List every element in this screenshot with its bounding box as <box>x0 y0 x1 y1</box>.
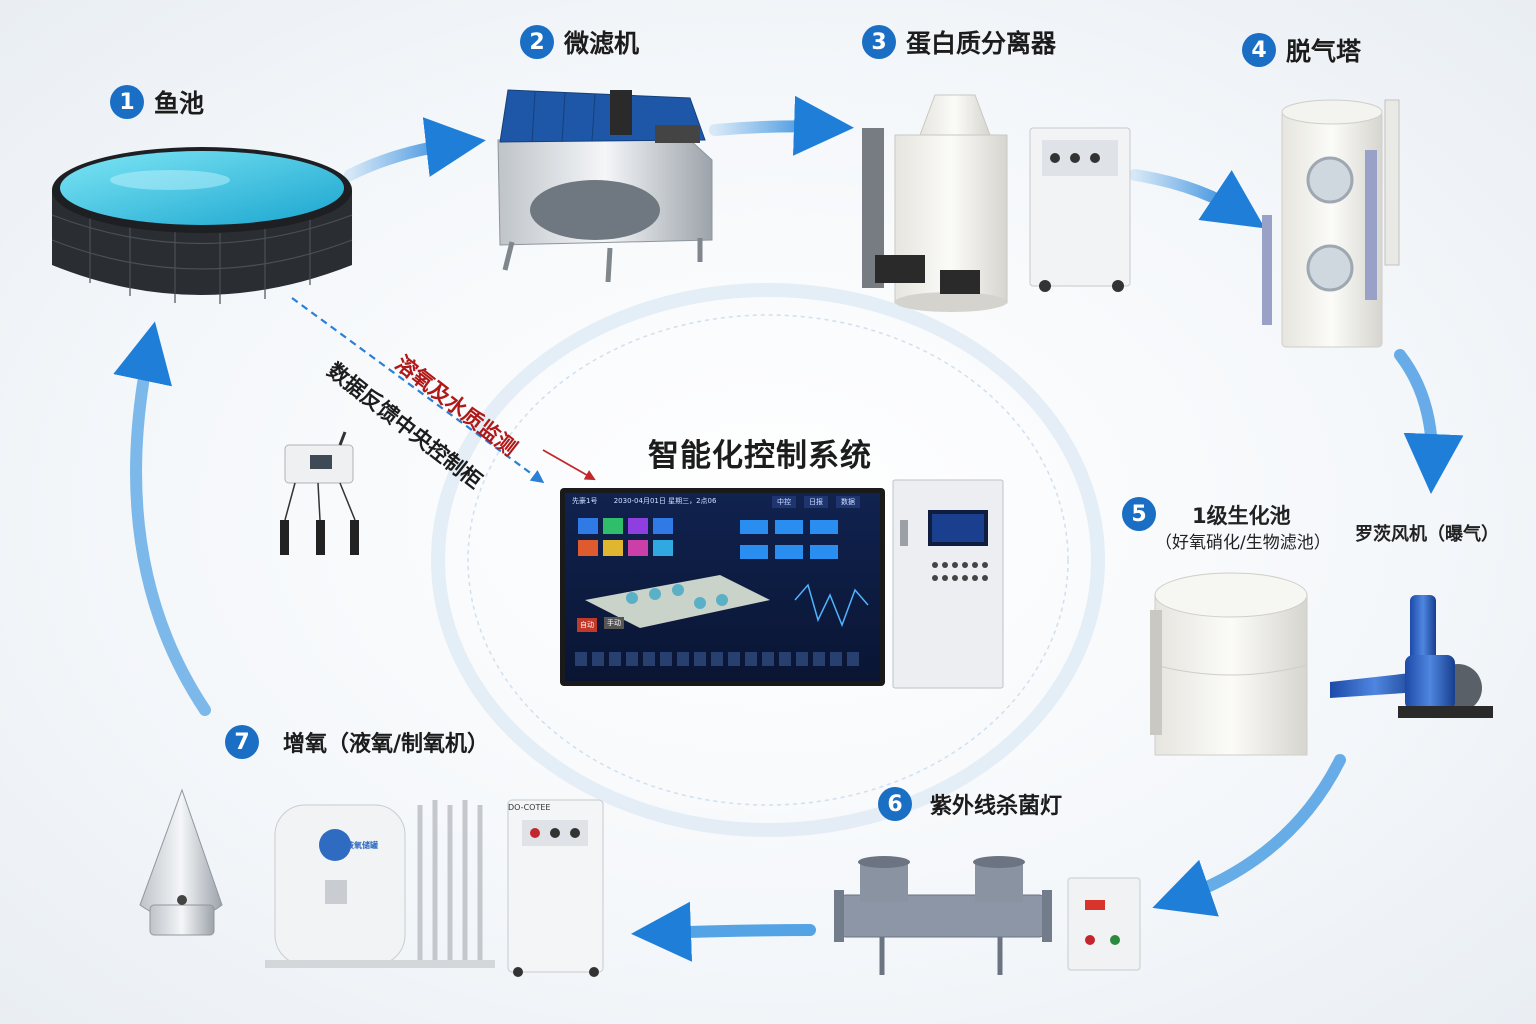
degassing-tower-illustration <box>1262 99 1400 348</box>
screen-date: 2030-04月01日 星期三，2点06 <box>613 497 717 505</box>
screen-btn-daily[interactable]: 日报 <box>804 496 828 508</box>
step-5-title: 1级生化池 <box>1192 504 1291 528</box>
step-6-label: 6 紫外线杀菌灯 <box>878 787 1062 821</box>
screen-side-buttons: 自动 <box>577 618 597 632</box>
step-7-title: 增氧（液氧/制氧机） <box>283 732 490 757</box>
monitor-red-line <box>542 449 596 481</box>
screen-btn-auto[interactable]: 自动 <box>577 618 597 632</box>
control-cabinet <box>892 479 1004 689</box>
control-screen <box>560 488 885 686</box>
protein-skimmer-illustration <box>862 94 1131 312</box>
arrow-3-4 <box>1129 169 1265 229</box>
step-5-number: 5 <box>1122 497 1156 531</box>
step-3-title: 蛋白质分离器 <box>906 29 1057 58</box>
screen-btn-data[interactable]: 数据 <box>836 496 860 508</box>
uv-sterilizer-illustration <box>834 856 1141 975</box>
arrow-7-1 <box>113 321 211 716</box>
ring-inner <box>467 314 1069 806</box>
step-4-label: 4 脱气塔 <box>1242 32 1361 68</box>
arrow-5-6 <box>1152 754 1346 917</box>
roots-blower-illustration <box>1330 595 1493 718</box>
microfilter-illustration <box>497 89 713 283</box>
screen-btn-manual[interactable]: 手动 <box>604 617 624 629</box>
oxygen-generator-illustration <box>507 799 604 977</box>
step-1-title: 鱼池 <box>154 89 205 118</box>
step-2-label: 2 微滤机 <box>520 24 639 60</box>
step-3-label: 3 蛋白质分离器 <box>862 24 1056 60</box>
oxygen-cone-illustration <box>139 788 223 936</box>
step-1-label: 1 鱼池 <box>110 84 204 120</box>
step-3-number: 3 <box>862 25 896 59</box>
arrow-6-7 <box>631 901 816 962</box>
step-4-title: 脱气塔 <box>1286 37 1362 66</box>
arrow-2-3 <box>709 95 854 156</box>
blower-title: 罗茨风机（曝气） <box>1355 524 1499 545</box>
step-4-number: 4 <box>1242 33 1276 67</box>
liquid-oxygen-tank-illustration <box>265 800 495 968</box>
step-2-title: 微滤机 <box>564 29 640 58</box>
ring-outer <box>431 283 1105 837</box>
oxygen-generator-brand: DO-COTEE <box>508 803 551 812</box>
screen-header: 先豪1号 2030-04月01日 星期三，2点06 <box>572 496 716 506</box>
monitor-dash-line <box>291 297 545 484</box>
step-5-subtitle: （好氧硝化/生物滤池） <box>1155 533 1331 553</box>
arrow-4-5 <box>1394 349 1464 494</box>
step-6-number: 6 <box>878 787 912 821</box>
fish-pond-illustration <box>51 147 353 304</box>
screen-tiles <box>578 518 673 556</box>
screen-top-buttons: 中控 日报 数据 <box>772 496 860 508</box>
step-7-number: 7 <box>225 725 259 759</box>
step-7-label: 7 增氧（液氧/制氧机） <box>225 725 489 759</box>
oxygen-tank-brand: 液氧储罐 <box>346 841 378 850</box>
bio-tank-illustration <box>1150 572 1308 756</box>
step-5-label: 5 <box>1122 497 1156 531</box>
arrow-1-2 <box>344 117 486 181</box>
step-1-number: 1 <box>110 85 144 119</box>
step-6-title: 紫外线杀菌灯 <box>930 794 1063 819</box>
screen-btn-center[interactable]: 中控 <box>772 496 796 508</box>
screen-logo: 先豪1号 <box>572 497 598 505</box>
screen-side-manual: 手动 <box>604 617 624 629</box>
water-quality-sensor-illustration <box>280 431 359 555</box>
center-title: 智能化控制系统 <box>648 438 872 474</box>
step-2-number: 2 <box>520 25 554 59</box>
